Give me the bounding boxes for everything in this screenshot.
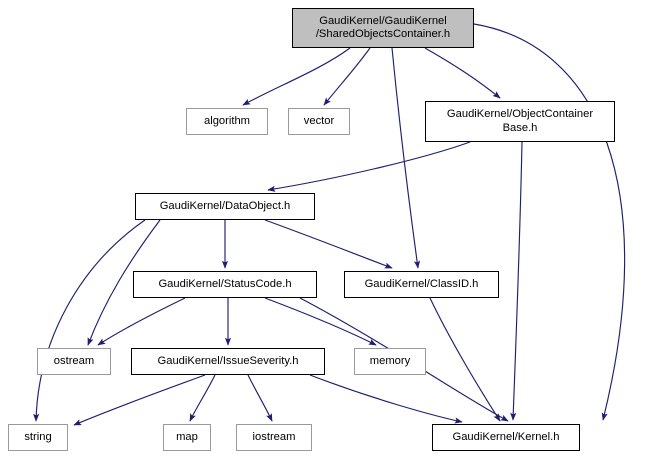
graph-edge-root-to-algorithm [242, 47, 351, 106]
graph-node-label: GaudiKernel/ObjectContainer Base.h [446, 108, 594, 134]
graph-edge-statuscode-to-ostream [97, 297, 186, 346]
graph-edge-issueseverity-to-kernel [309, 374, 463, 424]
graph-node-algorithm[interactable]: algorithm [186, 108, 268, 135]
graph-node-label: GaudiKernel/DataObject.h [159, 199, 291, 212]
graph-node-label: GaudiKernel/IssueSeverity.h [157, 354, 299, 367]
graph-node-label: vector [303, 114, 335, 127]
graph-edge-statuscode-to-memory [264, 297, 377, 346]
graph-node-map[interactable]: map [163, 424, 211, 451]
graph-node-label: memory [369, 354, 411, 367]
graph-node-label: algorithm [203, 114, 250, 127]
graph-node-objectcontainerbase[interactable]: GaudiKernel/ObjectContainer Base.h [425, 101, 615, 142]
graph-node-label: string [24, 430, 52, 443]
graph-edge-objectcontainerbase-to-dataobject [267, 141, 471, 192]
graph-node-label: map [176, 430, 198, 443]
graph-node-root[interactable]: GaudiKernel/GaudiKernel /SharedObjectsCo… [292, 8, 474, 48]
graph-edge-classid-to-kernel [429, 297, 501, 422]
graph-node-iostream[interactable]: iostream [236, 424, 312, 451]
graph-edge-root-to-kernel [473, 23, 626, 421]
graph-node-issueseverity[interactable]: GaudiKernel/IssueSeverity.h [131, 348, 325, 375]
graph-node-memory[interactable]: memory [354, 348, 426, 375]
graph-node-ostream[interactable]: ostream [37, 348, 111, 375]
graph-edge-dataobject-to-string [33, 219, 146, 422]
graph-node-string[interactable]: string [8, 424, 68, 451]
graph-edge-root-to-classid [391, 47, 421, 269]
graph-node-label: GaudiKernel/ClassID.h [364, 277, 479, 290]
graph-node-dataobject[interactable]: GaudiKernel/DataObject.h [135, 193, 315, 220]
graph-edge-root-to-objectcontainerbase [424, 47, 501, 99]
graph-node-classid[interactable]: GaudiKernel/ClassID.h [344, 271, 499, 298]
graph-node-label: ostream [53, 354, 95, 367]
graph-node-label: GaudiKernel/StatusCode.h [158, 277, 292, 290]
graph-node-statuscode[interactable]: GaudiKernel/StatusCode.h [133, 271, 317, 298]
graph-node-label: GaudiKernel/GaudiKernel /SharedObjectsCo… [315, 14, 451, 41]
graph-edge-dataobject-to-classid [264, 219, 393, 269]
graph-node-label: GaudiKernel/Kernel.h [452, 430, 560, 443]
graph-edge-objectcontainerbase-to-kernel [510, 141, 523, 421]
graph-edge-issueseverity-to-map [189, 374, 216, 422]
graph-edge-issueseverity-to-iostream [247, 374, 273, 422]
graph-edge-root-to-vector [323, 47, 371, 106]
graph-edge-issueseverity-to-string [73, 374, 206, 426]
graph-node-label: iostream [252, 430, 296, 443]
graph-node-kernel[interactable]: GaudiKernel/Kernel.h [432, 424, 580, 451]
graph-node-vector[interactable]: vector [288, 108, 350, 135]
